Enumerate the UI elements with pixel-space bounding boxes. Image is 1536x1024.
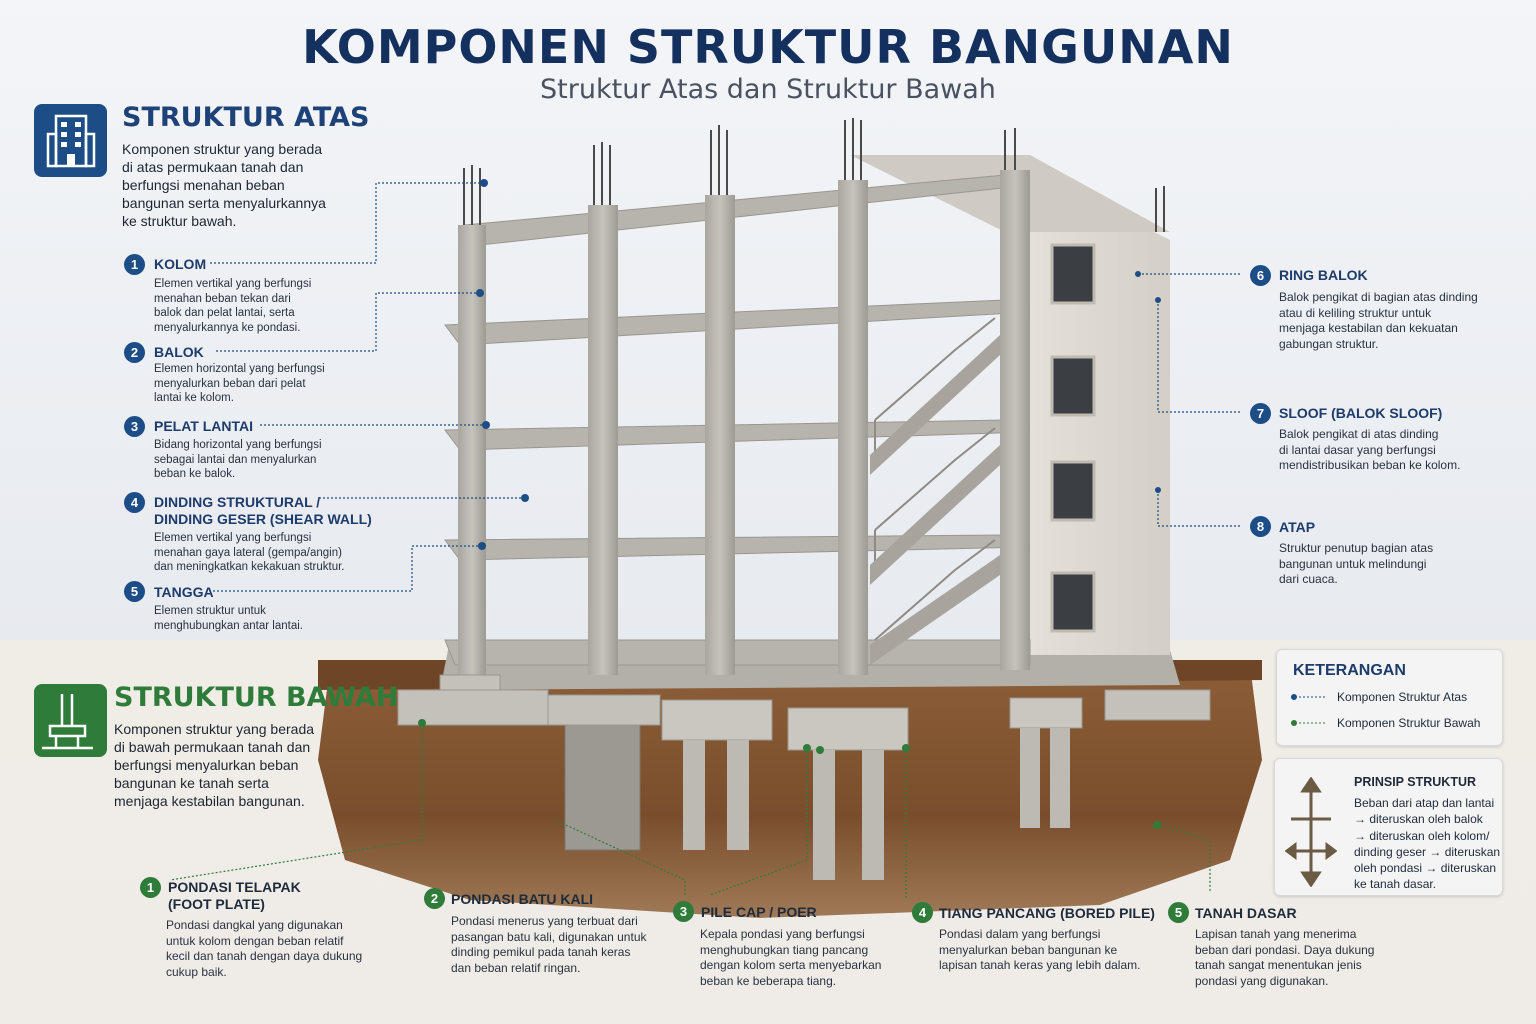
- upper-item-number: 5: [124, 581, 145, 602]
- leader-lines-upper: [210, 182, 1240, 592]
- lower-item-number: 5: [1168, 902, 1189, 923]
- upper-item-title-kolom: KOLOM: [154, 256, 207, 272]
- upper-item-title-tangga: TANGGA: [154, 584, 214, 600]
- upper-item-title-sloof: SLOOF (BALOK SLOOF): [1279, 405, 1443, 421]
- upper-item-title-shear-wall: DINDING STRUKTURAL /DINDING GESER (SHEAR…: [154, 494, 372, 527]
- lower-item-title-pile-cap: PILE CAP / POER: [701, 904, 817, 920]
- upper-section-description: Komponen struktur yang berada di atas pe…: [122, 141, 326, 229]
- stone-foundation: [564, 719, 641, 851]
- upper-item-number: 4: [124, 492, 145, 513]
- upper-item-number: 1: [124, 254, 145, 275]
- upper-item-title-atap: ATAP: [1279, 519, 1316, 535]
- principle-box: PRINSIP STRUKTUR Beban dari atap dan lan…: [1274, 758, 1503, 896]
- foundation-icon: [34, 684, 107, 757]
- lower-item-number: 4: [912, 902, 933, 923]
- piles: [683, 728, 1070, 880]
- lower-item-title-batu-kali: PONDASI BATU KALI: [451, 891, 594, 907]
- page-title: KOMPONEN STRUKTUR BANGUNAN: [302, 20, 1234, 74]
- upper-item-number: 6: [1250, 265, 1271, 286]
- legend-title: KETERANGAN: [1293, 662, 1406, 679]
- lower-item-number: 2: [424, 888, 445, 909]
- pile-caps: [661, 697, 1083, 751]
- lower-item-title-tanah-dasar: TANAH DASAR: [1195, 905, 1297, 921]
- page-subtitle: Struktur Atas dan Struktur Bawah: [540, 74, 996, 105]
- upper-item-title-ring-balok: RING BALOK: [1279, 267, 1368, 283]
- legend-markers: [1291, 694, 1327, 726]
- floor-slabs: [444, 174, 1031, 666]
- upper-section-title: STRUKTUR ATAS: [122, 102, 370, 133]
- lower-section-description: Komponen struktur yang berada di bawah p…: [114, 721, 315, 809]
- upper-item-number: 8: [1250, 516, 1271, 537]
- upper-item-title-balok: BALOK: [154, 344, 204, 360]
- upper-item-number: 3: [124, 416, 145, 437]
- lower-item-number: 1: [140, 877, 161, 898]
- legend-upper-label: Komponen Struktur Atas: [1337, 690, 1468, 704]
- upper-item-title-pelat-lantai: PELAT LANTAI: [154, 418, 254, 434]
- principle-text: Beban dari atap dan lantai→ diteruskan o…: [1354, 796, 1501, 892]
- upper-item-number: 2: [124, 342, 145, 363]
- lower-item-title-bored-pile: TIANG PANCANG (BORED PILE): [939, 905, 1155, 921]
- upper-item-number: 7: [1250, 403, 1271, 424]
- windows: [1050, 243, 1096, 633]
- leader-dots-lower: [418, 719, 1161, 829]
- legend-lower-label: Komponen Struktur Bawah: [1337, 716, 1481, 730]
- leader-dots-upper: [476, 179, 1161, 550]
- leader-lines-lower: [169, 723, 1211, 900]
- principle-title: PRINSIP STRUKTUR: [1354, 775, 1477, 789]
- columns: [458, 170, 1030, 675]
- lower-item-title-foot-plate: PONDASI TELAPAK(FOOT PLATE): [168, 879, 301, 912]
- load-arrows-icon: [1285, 777, 1337, 887]
- building-icon: [34, 104, 107, 177]
- legend-box: KETERANGAN Komponen Struktur Atas Kompon…: [1276, 649, 1503, 746]
- rebar: [463, 118, 1165, 232]
- stair-steps: [870, 335, 1000, 665]
- lower-section-title: STRUKTUR BAWAH: [114, 682, 399, 713]
- lower-item-number: 3: [673, 901, 694, 922]
